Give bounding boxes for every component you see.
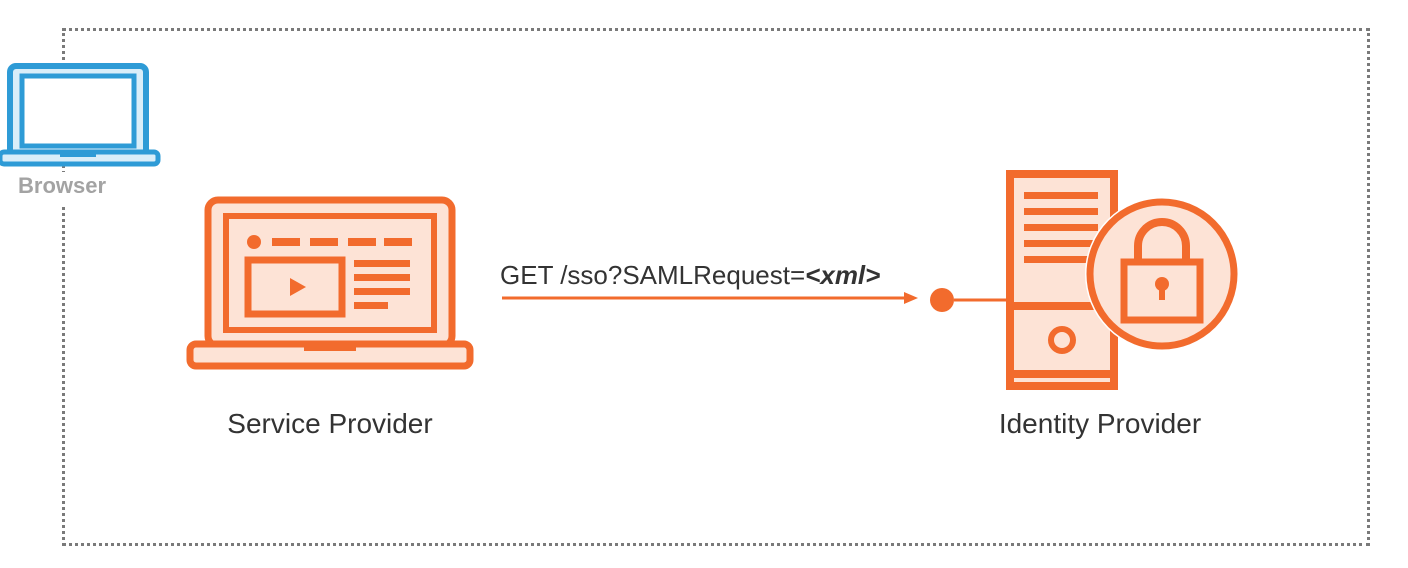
saml-request-label: GET /sso?SAMLRequest=<xml> [500,258,880,292]
laptop-icon [0,63,161,167]
request-payload: <xml> [805,260,881,290]
arrow-endpoint-dot [930,288,954,312]
laptop-video-icon [186,196,474,370]
identity-provider-label: Identity Provider [998,408,1202,439]
server-lock-icon [1006,170,1239,390]
request-url: GET /sso?SAMLRequest= [500,260,806,290]
browser-boundary [62,28,1370,546]
browser-label: Browser [18,172,148,204]
service-provider-label: Service Provider [227,408,433,439]
